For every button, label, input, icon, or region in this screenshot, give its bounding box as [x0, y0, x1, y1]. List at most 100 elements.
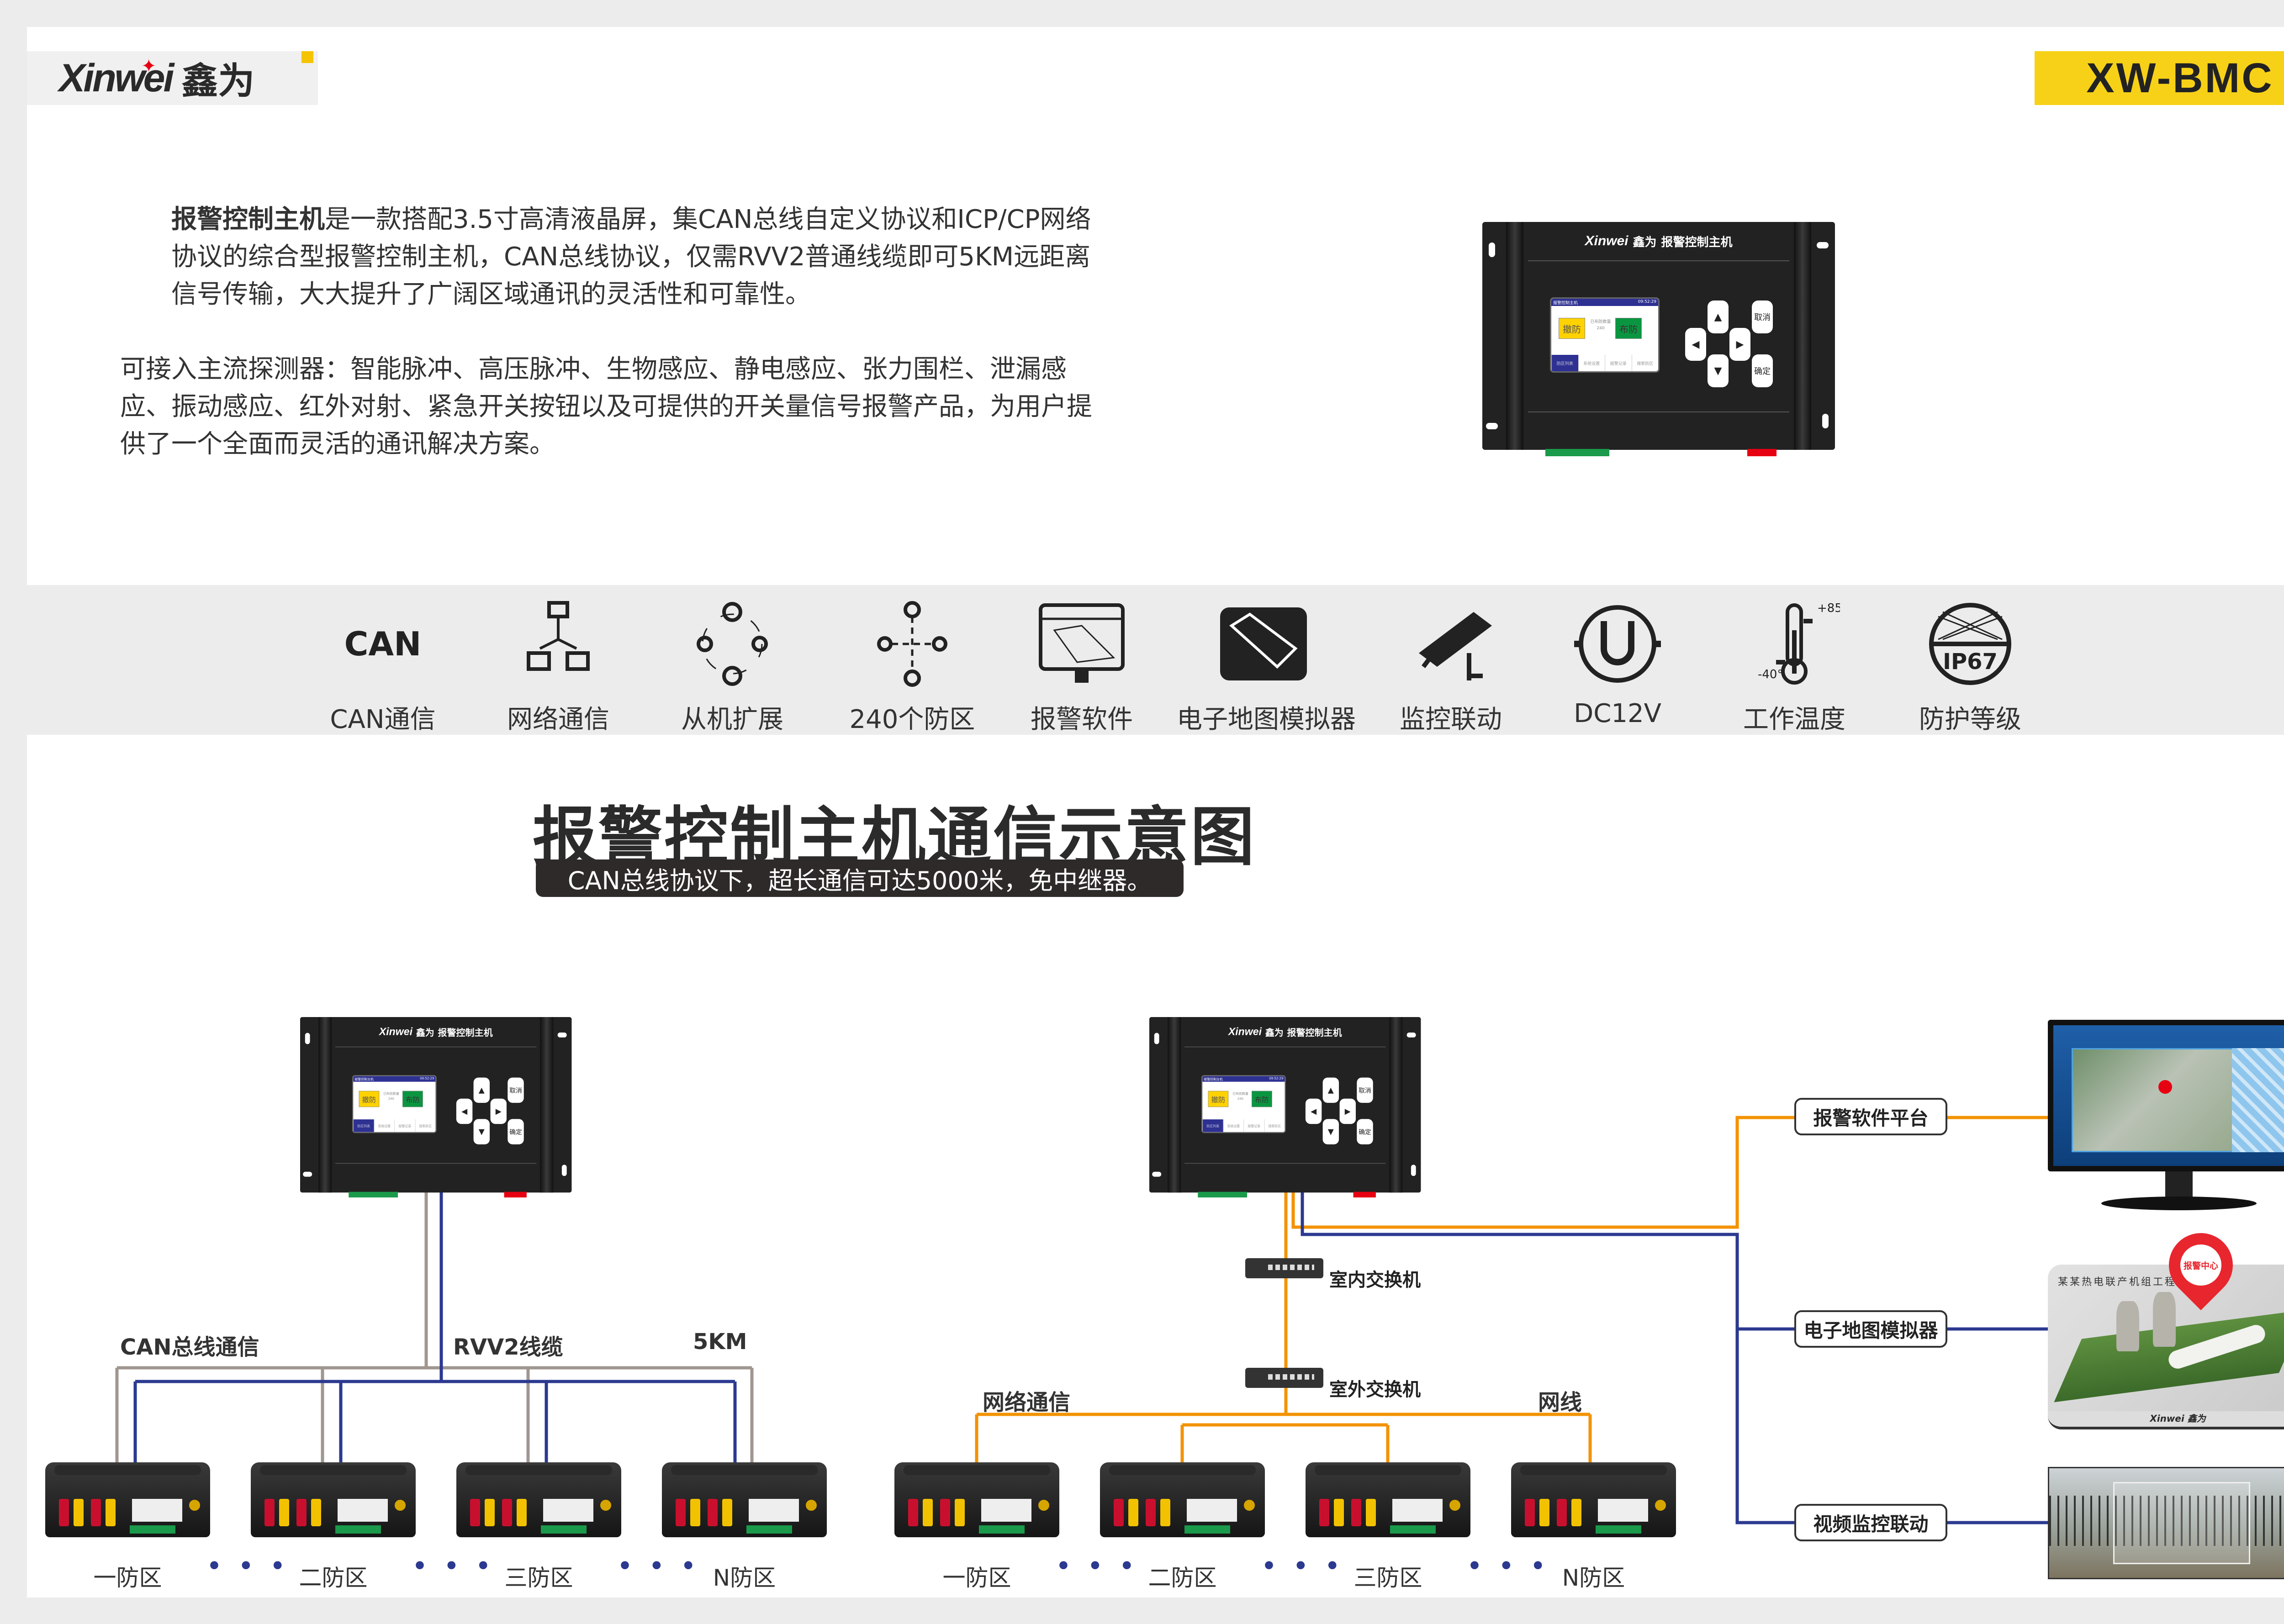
ellipsis-dots: • • •	[1467, 1553, 1550, 1579]
monitor-stand	[2101, 1197, 2257, 1210]
tab-system-settings[interactable]: 系统设置	[1578, 355, 1605, 371]
feature-network: 网络通信	[471, 598, 645, 736]
zone-detector	[456, 1462, 621, 1537]
controller-flange	[540, 1017, 554, 1193]
left-key[interactable]: ◀	[1305, 1098, 1322, 1124]
mount-hole	[1152, 1171, 1162, 1177]
map-card-logo: Xinwei 鑫为	[2048, 1411, 2284, 1427]
up-key[interactable]: ▲	[473, 1077, 490, 1103]
lcd-tabs: 防区列表 系统设置 报警记录 搜索防区	[1202, 1119, 1285, 1132]
software-platform-box: 报警软件平台	[1794, 1098, 1947, 1135]
diagram-subtitle: CAN总线协议下，超长通信可达5000米，免中继器。	[536, 859, 1184, 897]
red-terminal	[1747, 449, 1776, 456]
zone-label: 一防区	[93, 1565, 162, 1591]
feature-label: DC12V	[1574, 699, 1661, 728]
armed-count-label: 已布防数量	[1232, 1092, 1248, 1096]
zone-detector	[1306, 1462, 1470, 1537]
intro-text: 报警控制主机是一款搭配3.5寸高清液晶屏，集CAN总线自定义协议和ICP/CP网…	[120, 201, 1093, 501]
tab-search-zone[interactable]: 搜索防区	[1631, 355, 1659, 371]
arm-button[interactable]: 布防	[402, 1091, 423, 1107]
disarm-button[interactable]: 撤防	[1559, 318, 1585, 339]
controller-footer	[1184, 1163, 1386, 1193]
down-key[interactable]: ▼	[1322, 1119, 1339, 1144]
tab-search-zone[interactable]: 搜索防区	[415, 1119, 435, 1132]
tab-alarm-log[interactable]: 报警记录	[394, 1119, 415, 1132]
up-key[interactable]: ▲	[1708, 301, 1729, 333]
distance-label: 5KM	[693, 1329, 747, 1355]
cancel-key[interactable]: 取消	[1357, 1077, 1373, 1103]
controller-flange	[1168, 1017, 1181, 1193]
lcd-tabs: 防区列表 系统设置 报警记录 搜索防区	[1551, 355, 1658, 371]
tab-zone-list[interactable]: 防区列表	[1202, 1119, 1223, 1132]
svg-text:IP67: IP67	[1943, 649, 1998, 675]
lcd-title: 报警控制主机	[1204, 1078, 1223, 1081]
star-icon: ✦	[141, 56, 157, 77]
controller-title: 报警控制主机	[1287, 1027, 1342, 1038]
feature-map-simulator: 电子地图模拟器	[1177, 598, 1356, 736]
disarm-button[interactable]: 撤防	[359, 1091, 380, 1107]
tab-alarm-log[interactable]: 报警记录	[1243, 1119, 1264, 1132]
controller-flange	[318, 1017, 332, 1193]
controller-brand-cn: 鑫为	[1633, 235, 1657, 249]
right-key[interactable]: ▶	[490, 1098, 507, 1124]
arm-button[interactable]: 布防	[1615, 318, 1642, 339]
network-label: 网络通信	[983, 1390, 1071, 1415]
tab-search-zone[interactable]: 搜索防区	[1264, 1119, 1285, 1132]
cancel-key[interactable]: 取消	[1752, 301, 1773, 333]
power-dc-icon	[1574, 605, 1661, 683]
left-key[interactable]: ◀	[456, 1098, 473, 1124]
disarm-button[interactable]: 撤防	[1208, 1091, 1229, 1107]
ethernet-label: 网线	[1538, 1390, 1582, 1415]
can-bus-gray-line	[115, 1192, 754, 1462]
feature-expansion: 从机扩展	[645, 598, 819, 736]
ellipsis-dots: • • •	[412, 1553, 495, 1579]
svg-text:-40°: -40°	[1758, 668, 1783, 681]
feature-label: 从机扩展	[681, 705, 783, 734]
mount-hole	[1406, 1032, 1416, 1038]
mount-hole	[1486, 423, 1498, 429]
ok-key[interactable]: 确定	[1752, 354, 1773, 387]
right-key[interactable]: ▶	[1729, 328, 1750, 361]
mount-hole	[1822, 414, 1829, 428]
controller-title: 报警控制主机	[438, 1027, 493, 1038]
controller-footer	[1528, 411, 1789, 450]
controller-flange	[1389, 1017, 1403, 1193]
tab-system-settings[interactable]: 系统设置	[374, 1119, 394, 1132]
tab-zone-list[interactable]: 防区列表	[353, 1119, 374, 1132]
ok-key[interactable]: 确定	[508, 1119, 524, 1144]
tab-zone-list[interactable]: 防区列表	[1551, 355, 1578, 371]
feature-thermometer: +85°-40°工作温度	[1708, 598, 1881, 736]
lcd-tabs: 防区列表 系统设置 报警记录 搜索防区	[353, 1119, 435, 1132]
zone-detector	[45, 1462, 210, 1537]
armed-count-value: 240	[1237, 1097, 1244, 1101]
tab-system-settings[interactable]: 系统设置	[1223, 1119, 1243, 1132]
can-icon: CAN	[344, 625, 422, 663]
cancel-key[interactable]: 取消	[508, 1077, 524, 1103]
controller-footer	[335, 1163, 537, 1193]
tab-alarm-log[interactable]: 报警记录	[1605, 355, 1632, 371]
mount-hole	[1411, 1165, 1416, 1176]
mount-hole	[1154, 1033, 1159, 1044]
svg-text:+85°: +85°	[1817, 601, 1840, 615]
left-key[interactable]: ◀	[1685, 328, 1706, 361]
down-key[interactable]: ▼	[1708, 354, 1729, 387]
expansion-icon	[697, 602, 768, 686]
up-key[interactable]: ▲	[1322, 1077, 1339, 1103]
zones-icon	[877, 601, 947, 687]
output-blue-line	[1301, 1192, 2048, 1524]
down-key[interactable]: ▼	[473, 1119, 490, 1144]
ellipsis-dots: • • •	[1262, 1553, 1344, 1579]
arm-button[interactable]: 布防	[1252, 1091, 1272, 1107]
zone-label: N防区	[713, 1565, 776, 1591]
right-key[interactable]: ▶	[1339, 1098, 1356, 1124]
green-terminal	[349, 1192, 398, 1198]
ok-key[interactable]: 确定	[1357, 1119, 1373, 1144]
mount-hole	[303, 1171, 312, 1177]
mount-hole	[561, 1165, 567, 1176]
feature-label: 电子地图模拟器	[1177, 705, 1356, 734]
intro-paragraph-1: 报警控制主机是一款搭配3.5寸高清液晶屏，集CAN总线自定义协议和ICP/CP网…	[120, 201, 1093, 313]
